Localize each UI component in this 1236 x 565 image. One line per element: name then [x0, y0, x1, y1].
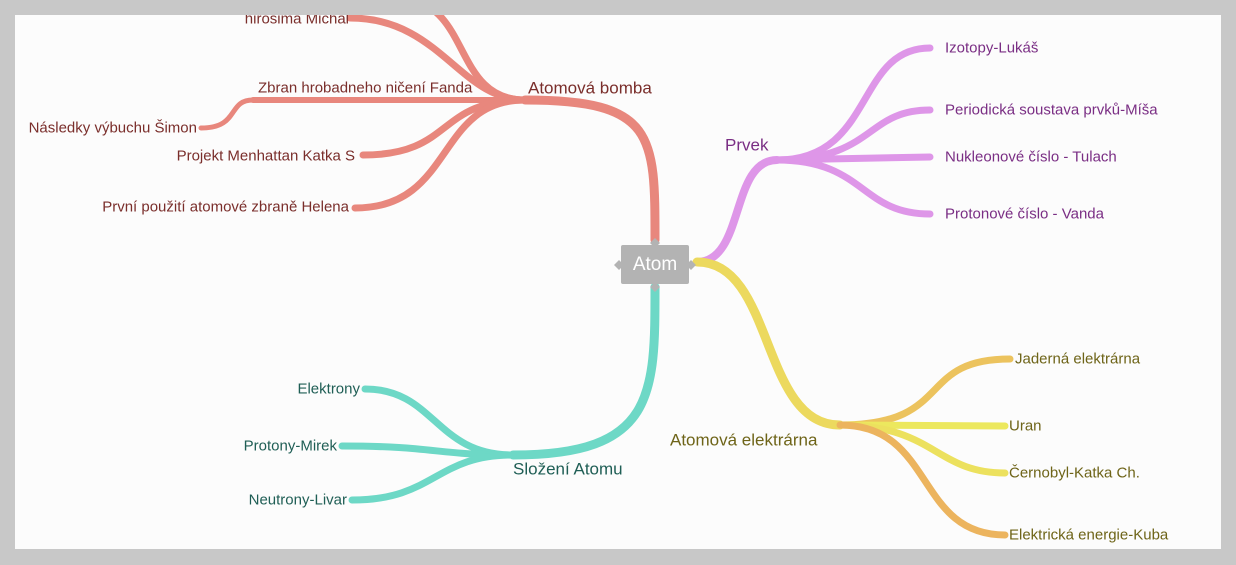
- root-node-atom[interactable]: Atom: [621, 245, 689, 284]
- node-jaderna-elektrarna[interactable]: Jaderná elektrárna: [1015, 350, 1141, 368]
- branch-label-prvek[interactable]: Prvek: [725, 135, 769, 155]
- node-nasledky-vybuchu-simon[interactable]: Následky výbuchu Šimon: [28, 119, 197, 137]
- link-root-slozeni-atomu: [508, 282, 660, 460]
- link-root-prvek: [693, 156, 781, 266]
- node-neutrony-livar[interactable]: Neutrony-Livar: [248, 491, 347, 509]
- branch-label-atomova-elektrarna[interactable]: Atomová elektrárna: [670, 430, 818, 450]
- link-elektrarna-elektricka-energie: [836, 421, 1009, 539]
- node-prvni-pouziti-atomove-zbrane-helena[interactable]: První použití atomové zbraně Helena: [102, 198, 349, 216]
- link-atomova-bomba-projekt-menhattan: [359, 96, 529, 159]
- node-protony-mirek[interactable]: Protony-Mirek: [243, 437, 337, 455]
- node-nukleonove-cislo-tulach[interactable]: Nukleonové číslo - Tulach: [945, 148, 1117, 166]
- node-uran[interactable]: Uran: [1009, 417, 1042, 435]
- link-slozeni-neutrony-livar: [348, 451, 517, 504]
- link-root-atomova-bomba: [520, 95, 660, 245]
- node-cernobyl-katka-ch[interactable]: Černobyl-Katka Ch.: [1009, 464, 1140, 482]
- node-izotopy-lukas[interactable]: Izotopy-Lukáš: [945, 39, 1039, 57]
- root-node-label: Atom: [632, 253, 678, 275]
- node-elektricka-energie-kuba[interactable]: Elektrická energie-Kuba: [1009, 526, 1169, 544]
- node-hirosima-michal[interactable]: hirošima Michal: [244, 15, 349, 28]
- root-bottom-connector: [650, 282, 660, 292]
- branch-label-slozeni-atomu[interactable]: Složení Atomu: [513, 459, 623, 479]
- link-zbran-nasledky-vybuchu-simon: [198, 97, 256, 131]
- node-zbran-hrobadneho-niceni-fanda[interactable]: Zbran hrobadneho ničení Fanda: [258, 79, 473, 97]
- branch-label-atomova-bomba[interactable]: Atomová bomba: [528, 78, 652, 98]
- node-protonove-cislo-vanda[interactable]: Protonové číslo - Vanda: [945, 205, 1104, 223]
- link-atomova-bomba-hirosima-michal-2: [346, 15, 529, 104]
- link-prvek-protonove-cislo: [773, 156, 934, 218]
- link-elektrarna-jaderna-elektrarna: [836, 355, 1014, 429]
- link-root-atomova-elektrarna: [692, 257, 845, 430]
- node-projekt-menhattan-katka-s[interactable]: Projekt Menhattan Katka S: [176, 147, 355, 165]
- mindmap-links: [198, 15, 1014, 539]
- mindmap-canvas[interactable]: Atom Atomová bomba hirošima Michal Zbran…: [15, 15, 1221, 549]
- node-periodicka-soustava-prvku-misa[interactable]: Periodická soustava prvků-Míša: [945, 101, 1158, 119]
- link-elektrarna-cernobyl: [836, 421, 1009, 477]
- node-elektrony[interactable]: Elektrony: [297, 380, 360, 398]
- link-atomova-bomba-prvni-pouziti: [351, 96, 529, 212]
